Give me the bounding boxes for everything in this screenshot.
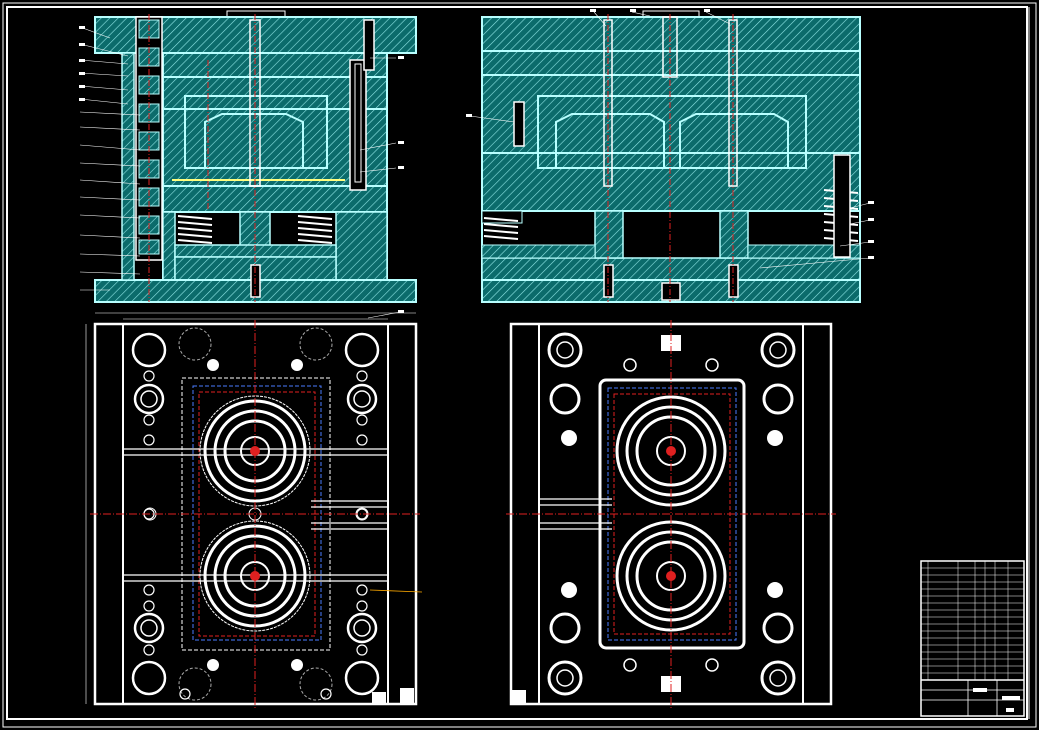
section-view-left: [79, 10, 417, 303]
title-block: [920, 560, 1025, 717]
section-view-right: [466, 9, 874, 303]
technical-notes: [925, 424, 1017, 426]
plan-view-left: [85, 310, 423, 708]
sheet-inner-border: [6, 6, 1028, 720]
plan-view-right: [506, 320, 836, 708]
